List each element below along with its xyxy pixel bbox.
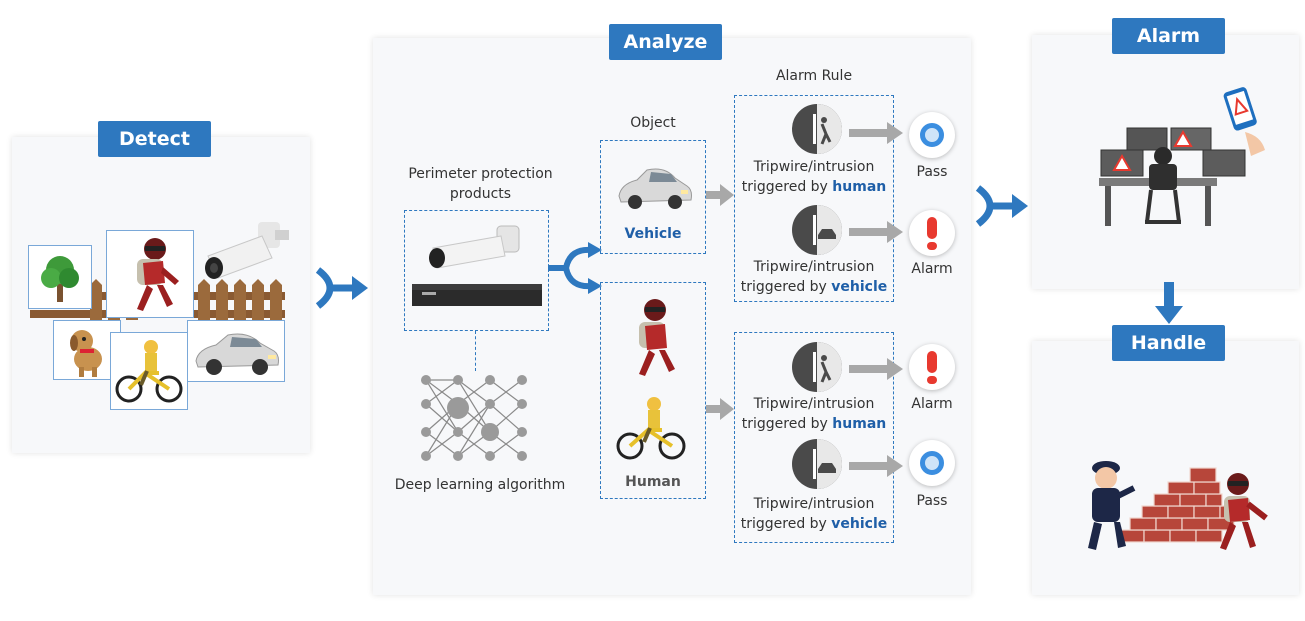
human-label: Human — [625, 474, 681, 490]
algorithm-label: Deep learning algorithm — [394, 477, 566, 493]
flow-arrow-icon — [975, 185, 1028, 227]
vehicle-rules-box — [734, 95, 894, 302]
cyclist-icon — [616, 397, 686, 460]
handle-stage-label: Handle — [1112, 325, 1225, 361]
human-rules-box — [734, 332, 894, 543]
guard-and-intruder-illustration — [1088, 461, 1268, 550]
alarm-stage-label: Alarm — [1112, 18, 1225, 54]
pass-status-icon — [909, 440, 955, 486]
intruder-image — [106, 230, 194, 318]
connector-line — [475, 331, 476, 371]
detect-stage-label: Detect — [98, 121, 211, 157]
human-object-box — [600, 282, 706, 499]
down-arrow-icon — [1155, 282, 1183, 324]
rule1-arrow-icon — [849, 122, 903, 144]
alarm-status-icon — [909, 210, 955, 256]
rule2-result: Alarm — [911, 261, 953, 277]
split-arrow-icon — [548, 242, 602, 294]
alarm-rule-title: Alarm Rule — [775, 68, 853, 84]
bullet-camera-illustration — [205, 222, 289, 279]
person-intrusion-icon — [792, 342, 842, 392]
monitoring-operator-illustration — [1099, 87, 1265, 226]
human-to-rule-arrow-icon — [706, 398, 734, 420]
tree-image — [28, 245, 92, 309]
vehicle-intrusion-icon — [792, 439, 842, 489]
rule2-arrow-icon — [849, 221, 903, 243]
rule3-result: Alarm — [911, 396, 953, 412]
rule4-result: Pass — [916, 493, 948, 509]
car-image — [187, 320, 285, 382]
vehicle-to-rule-arrow-icon — [706, 184, 734, 206]
vehicle-object-box — [600, 140, 706, 254]
neural-network-icon — [421, 375, 527, 461]
alarm-status-icon — [909, 344, 955, 390]
flow-arrow-icon — [315, 267, 368, 309]
person-intrusion-icon — [792, 104, 842, 154]
vehicle-label: Vehicle — [624, 226, 682, 242]
pass-status-icon — [909, 112, 955, 158]
nvr-recorder-icon — [412, 284, 542, 306]
vehicle-intrusion-icon — [792, 205, 842, 255]
cyclist-image — [110, 332, 188, 410]
intruder-icon — [639, 299, 675, 376]
products-label: Perimeter protection products — [408, 166, 553, 202]
rule1-result: Pass — [916, 164, 948, 180]
handle-panel — [1032, 341, 1299, 595]
analyze-stage-label: Analyze — [609, 24, 722, 60]
vehicle-icon — [618, 168, 692, 209]
object-title: Object — [630, 115, 676, 131]
dome-camera-icon — [429, 225, 520, 269]
rule4-arrow-icon — [849, 455, 903, 477]
rule3-arrow-icon — [849, 358, 903, 380]
